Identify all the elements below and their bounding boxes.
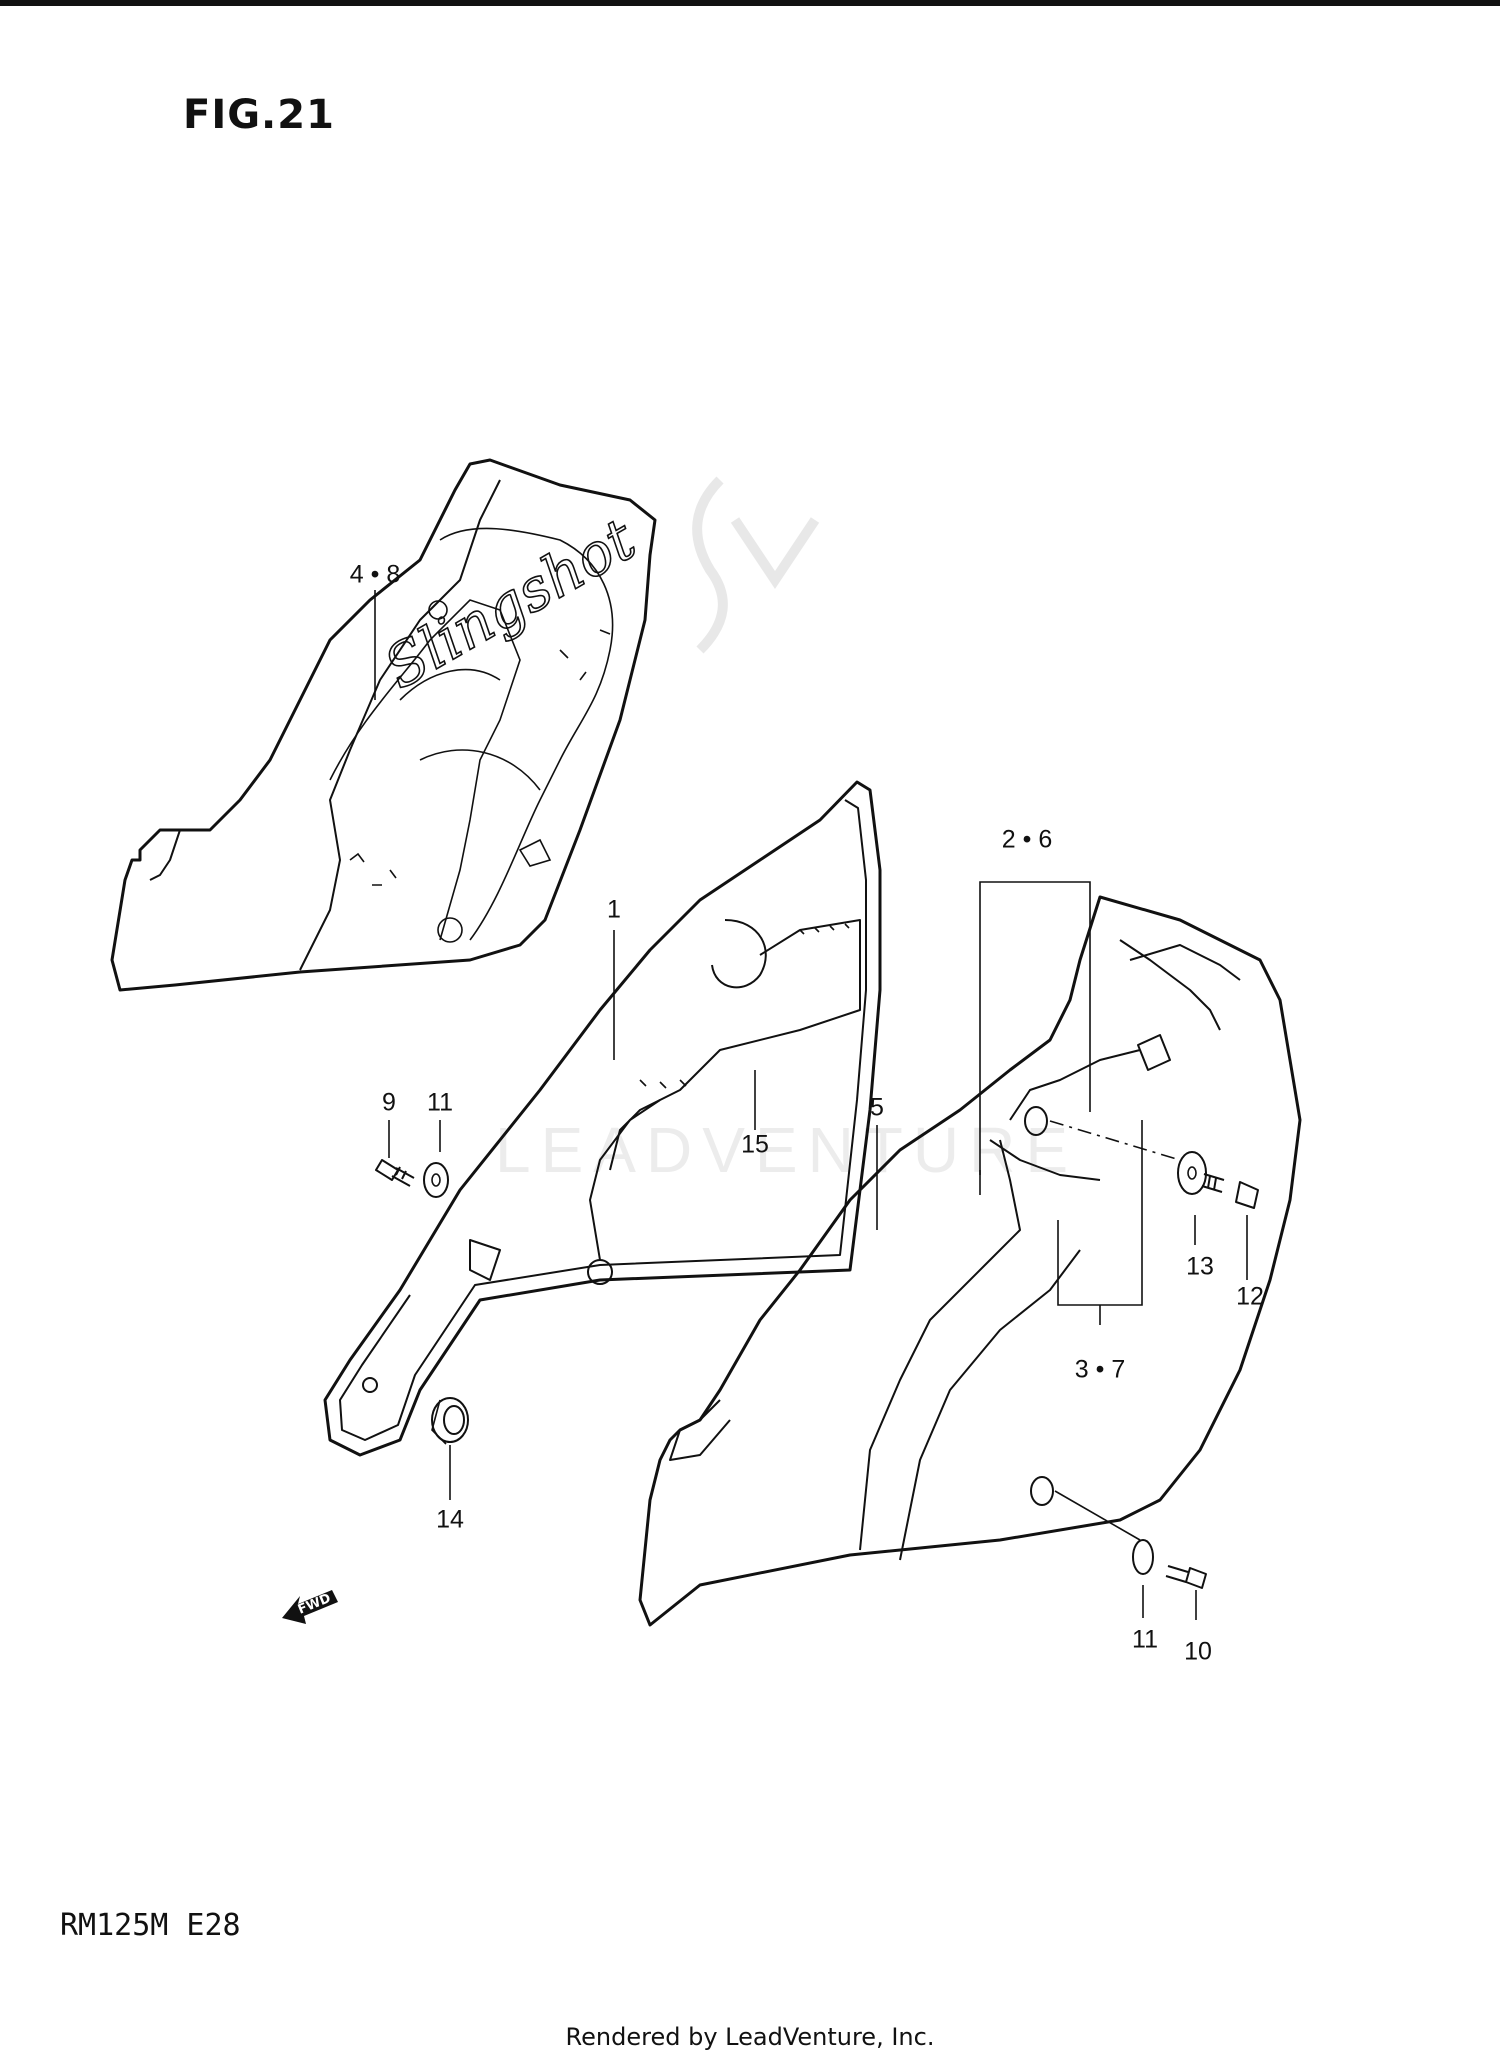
- callout-11-right: 11: [1132, 1625, 1158, 1654]
- callout-14: 14: [436, 1505, 464, 1534]
- side-cover-part-5: [638, 895, 1302, 1627]
- figure-title: FIG.21: [183, 92, 335, 138]
- bolt-12: [1201, 1173, 1259, 1209]
- washer-13: [1177, 1151, 1207, 1195]
- washer-11-left: [423, 1162, 449, 1198]
- callout-9: 9: [382, 1088, 396, 1117]
- callout-12: 12: [1236, 1282, 1264, 1311]
- callout-11-left: 11: [427, 1088, 453, 1117]
- bolt-9: [375, 1159, 415, 1187]
- grommet-14: [431, 1397, 469, 1445]
- watermark: LEADVENTURE: [495, 476, 1078, 1186]
- callout-2-6: 2 • 6: [1001, 825, 1053, 854]
- washer-11-right: [1132, 1539, 1154, 1575]
- callout-10: 10: [1184, 1637, 1212, 1666]
- model-code: RM125M E28: [60, 1908, 241, 1943]
- page-top-border: [0, 0, 1500, 6]
- leader-lines: [374, 590, 1248, 1620]
- side-cover-part-1: [323, 780, 882, 1457]
- callout-1: 1: [607, 895, 621, 924]
- watermark-text: LEADVENTURE: [495, 1114, 1078, 1186]
- fwd-label: FWD: [296, 1591, 333, 1618]
- callout-4-8: 4 • 8: [349, 560, 401, 589]
- forward-arrow-icon: FWD: [282, 1590, 338, 1624]
- bolt-10: [1165, 1565, 1207, 1589]
- callout-13: 13: [1186, 1252, 1214, 1281]
- footer-credit: Rendered by LeadVenture, Inc.: [565, 2023, 935, 2051]
- hardware: [375, 1151, 1259, 1589]
- callout-15: 15: [741, 1130, 769, 1159]
- callout-3-7: 3 • 7: [1074, 1355, 1126, 1384]
- decal-panel-4-8: Slingshot: [110, 458, 657, 992]
- decal-script-text: Slingshot: [373, 505, 647, 703]
- callout-5: 5: [870, 1093, 884, 1122]
